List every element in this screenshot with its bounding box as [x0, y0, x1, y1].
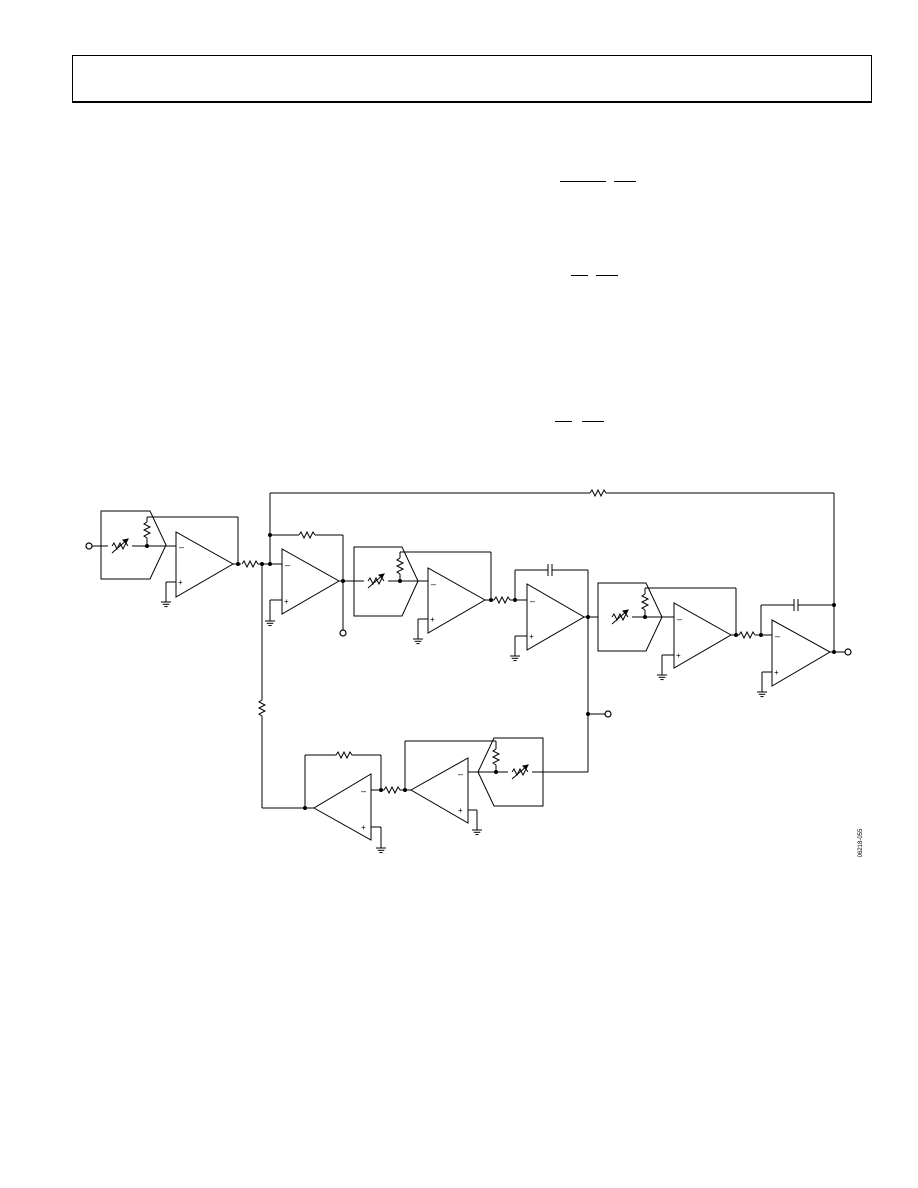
input-block-2	[353, 546, 419, 617]
stage-6: – +	[756, 599, 852, 698]
fraction-bar-1b	[614, 181, 636, 182]
input-block-1	[100, 510, 167, 580]
svg-text:+: +	[458, 806, 463, 815]
feedback-path: – + – +	[258, 564, 588, 854]
svg-text:–: –	[361, 786, 366, 796]
input-block-4	[477, 737, 544, 807]
output-terminal-bp	[604, 710, 612, 718]
fraction-bar-3a	[555, 421, 572, 422]
stage-2: – +	[264, 531, 354, 637]
svg-text:+: +	[430, 615, 435, 624]
svg-text:+: +	[774, 668, 779, 677]
svg-text:+: +	[178, 578, 183, 587]
opamp-1	[175, 531, 235, 598]
fraction-bar-1a	[560, 181, 606, 182]
input-terminal	[85, 542, 93, 550]
opamp-8	[409, 757, 469, 824]
svg-text:–: –	[431, 579, 436, 589]
stage-1: – +	[85, 510, 282, 608]
svg-text:–: –	[530, 596, 535, 606]
input-block-3	[597, 582, 663, 652]
svg-text:–: –	[677, 614, 682, 624]
figure-id: 06218-055	[858, 828, 864, 858]
fraction-bar-2a	[571, 275, 588, 276]
svg-text:–: –	[179, 542, 184, 552]
stage-3: – +	[353, 546, 527, 645]
fraction-bar-2b	[596, 275, 618, 276]
fraction-bar-3b	[582, 421, 604, 422]
opamp-7	[313, 773, 372, 841]
svg-text:–: –	[285, 560, 290, 570]
opamp-6	[771, 619, 832, 687]
svg-text:+: +	[361, 823, 366, 832]
output-terminal-hp	[339, 629, 347, 637]
svg-text:+: +	[529, 632, 534, 641]
stage-5: – +	[597, 582, 772, 681]
svg-text:+: +	[284, 597, 289, 606]
opamp-4	[526, 583, 585, 651]
stage-4: – +	[509, 564, 612, 772]
svg-text:–: –	[458, 769, 463, 779]
opamp-3	[427, 567, 487, 634]
opamp-5	[673, 602, 733, 669]
header-box	[72, 55, 872, 103]
svg-text:–: –	[775, 631, 780, 641]
output-terminal-lp	[844, 648, 852, 656]
svg-text:+: +	[676, 651, 681, 660]
opamp-2	[281, 548, 341, 615]
